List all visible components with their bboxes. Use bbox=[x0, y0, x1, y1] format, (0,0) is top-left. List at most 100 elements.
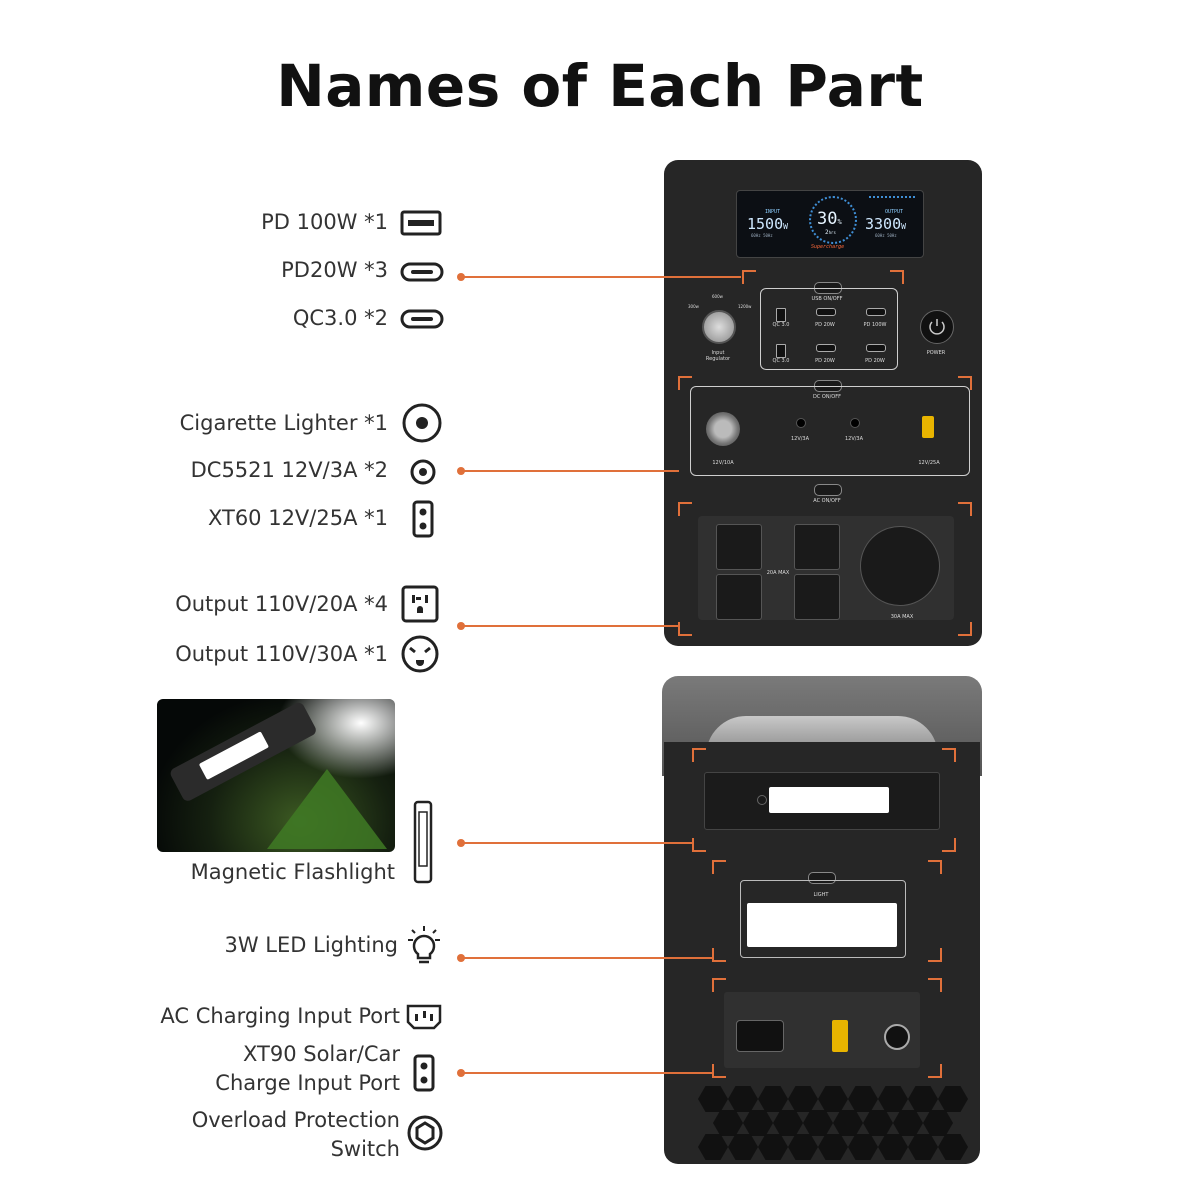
dc-panel bbox=[690, 386, 970, 476]
ac-outlet-20a-icon bbox=[401, 585, 439, 623]
connector-line bbox=[461, 1072, 713, 1074]
usb-port-label: PD 20W bbox=[815, 322, 835, 328]
usb-c-port[interactable] bbox=[866, 344, 886, 352]
usb-c-port[interactable] bbox=[816, 308, 836, 316]
lcd-input-freq: 60Hz 50Hz bbox=[751, 233, 773, 238]
usb-port-label: PD 20W bbox=[865, 358, 885, 364]
vent-hole bbox=[848, 1134, 878, 1160]
dc5521-port[interactable] bbox=[796, 418, 806, 428]
led-lamp bbox=[747, 903, 897, 947]
overload-switch[interactable] bbox=[884, 1024, 910, 1050]
vent-hole bbox=[908, 1134, 938, 1160]
usb-port-label: QC 3.0 bbox=[772, 322, 790, 328]
usb-panel bbox=[760, 288, 898, 370]
ac-outlet-20a[interactable] bbox=[716, 524, 762, 570]
power-icon bbox=[929, 319, 945, 335]
label-dc5521: DC5521 12V/3A *2 bbox=[190, 458, 388, 482]
ac-outlet-30a-icon bbox=[401, 635, 439, 673]
label-pd100: PD 100W *1 bbox=[261, 210, 388, 234]
label-cigarette-lighter: Cigarette Lighter *1 bbox=[179, 411, 388, 435]
usb-c-port[interactable] bbox=[866, 308, 886, 316]
vent-hole bbox=[803, 1110, 833, 1136]
usb-port-label: QC 3.0 bbox=[772, 358, 790, 364]
vent-hole bbox=[728, 1134, 758, 1160]
power-button[interactable] bbox=[920, 310, 954, 344]
dc-switch-label: DC ON/OFF bbox=[813, 394, 841, 400]
ac-input-socket[interactable] bbox=[736, 1020, 784, 1052]
flashlight-dock[interactable] bbox=[704, 772, 940, 830]
ac-outlet-30a[interactable] bbox=[860, 526, 940, 606]
vent-hole bbox=[938, 1086, 968, 1112]
usb-port-label: PD 100W bbox=[863, 322, 887, 328]
dial-mark: 1200w bbox=[738, 304, 752, 309]
xt60-port[interactable] bbox=[922, 416, 934, 438]
label-pd20: PD20W *3 bbox=[281, 258, 388, 282]
ac-inlet-icon bbox=[406, 1004, 442, 1030]
connector-line bbox=[461, 625, 679, 627]
lcd-output-label: OUTPUT bbox=[885, 209, 904, 215]
ac-switch[interactable] bbox=[814, 484, 842, 496]
cig-port-label: 12V/10A bbox=[712, 460, 734, 466]
lcd-input-value: 1500W bbox=[747, 215, 788, 233]
ac-outlet-20a[interactable] bbox=[716, 574, 762, 620]
usb-a-icon bbox=[400, 210, 442, 236]
xt90-port[interactable] bbox=[832, 1020, 848, 1052]
power-label: POWER bbox=[926, 350, 946, 356]
ac-switch-label: AC ON/OFF bbox=[813, 498, 841, 504]
xt60-icon bbox=[412, 500, 434, 538]
vent-hole bbox=[938, 1134, 968, 1160]
label-led-lighting: 3W LED Lighting bbox=[224, 933, 399, 957]
flashlight-icon bbox=[413, 800, 433, 884]
connector-line bbox=[461, 470, 679, 472]
usb-port-label: PD 20W bbox=[815, 358, 835, 364]
vent-hole bbox=[908, 1086, 938, 1112]
vent-hole bbox=[773, 1110, 803, 1136]
dc5521-port[interactable] bbox=[850, 418, 860, 428]
lcd-output-freq: 60Hz 50Hz bbox=[875, 233, 897, 238]
flashlight-lens bbox=[769, 787, 889, 813]
power-station-back: LIGHT bbox=[664, 742, 980, 1164]
xt60-label: 12V/25A bbox=[918, 460, 940, 466]
overload-switch-icon bbox=[407, 1115, 443, 1151]
vent-hole bbox=[833, 1110, 863, 1136]
lcd-supercharge: Supercharge bbox=[811, 244, 845, 250]
vent-hole bbox=[698, 1134, 728, 1160]
usb-c-icon bbox=[400, 262, 444, 282]
cigarette-lighter-port[interactable] bbox=[706, 412, 740, 446]
light-bulb-icon bbox=[408, 926, 440, 964]
usb-c-port[interactable] bbox=[816, 344, 836, 352]
label-output-30a: Output 110V/30A *1 bbox=[175, 642, 388, 666]
ac-outlet-20a[interactable] bbox=[794, 574, 840, 620]
vent-hole bbox=[788, 1134, 818, 1160]
ac30-label: 30A MAX bbox=[890, 614, 914, 620]
cigarette-lighter-icon bbox=[402, 403, 442, 443]
vent-hole bbox=[893, 1110, 923, 1136]
ac-outlet-20a[interactable] bbox=[794, 524, 840, 570]
lcd-output-value: 3300W bbox=[865, 215, 906, 233]
vent-hole bbox=[818, 1134, 848, 1160]
connector-line bbox=[461, 842, 693, 844]
label-flashlight: Magnetic Flashlight bbox=[190, 860, 395, 884]
label-qc30: QC3.0 *2 bbox=[292, 306, 388, 330]
input-regulator-dial[interactable] bbox=[702, 310, 736, 344]
lcd-status-icons bbox=[869, 196, 915, 204]
usb-a-port[interactable] bbox=[776, 344, 786, 358]
usb-a-port[interactable] bbox=[776, 308, 786, 322]
light-label: LIGHT bbox=[813, 892, 829, 898]
vent-hole bbox=[758, 1134, 788, 1160]
light-switch[interactable] bbox=[808, 872, 836, 884]
label-xt60: XT60 12V/25A *1 bbox=[207, 506, 388, 530]
lcd-battery-ring bbox=[809, 196, 857, 244]
lcd-time: 2hrs bbox=[825, 229, 836, 236]
vent-hole bbox=[923, 1110, 953, 1136]
dial-mark: 600w bbox=[712, 294, 723, 299]
lcd-display: INPUT 1500W 60Hz 50Hz 30% 2hrs Superchar… bbox=[736, 190, 924, 258]
vent-hole bbox=[728, 1086, 758, 1112]
vent-hole bbox=[818, 1086, 848, 1112]
vent-hole bbox=[758, 1086, 788, 1112]
label-ac-input: AC Charging Input Port bbox=[160, 1004, 400, 1028]
power-station-front: INPUT 1500W 60Hz 50Hz 30% 2hrs Superchar… bbox=[664, 160, 982, 646]
ac20-label: 20A MAX bbox=[766, 570, 790, 576]
vent-hole bbox=[878, 1134, 908, 1160]
